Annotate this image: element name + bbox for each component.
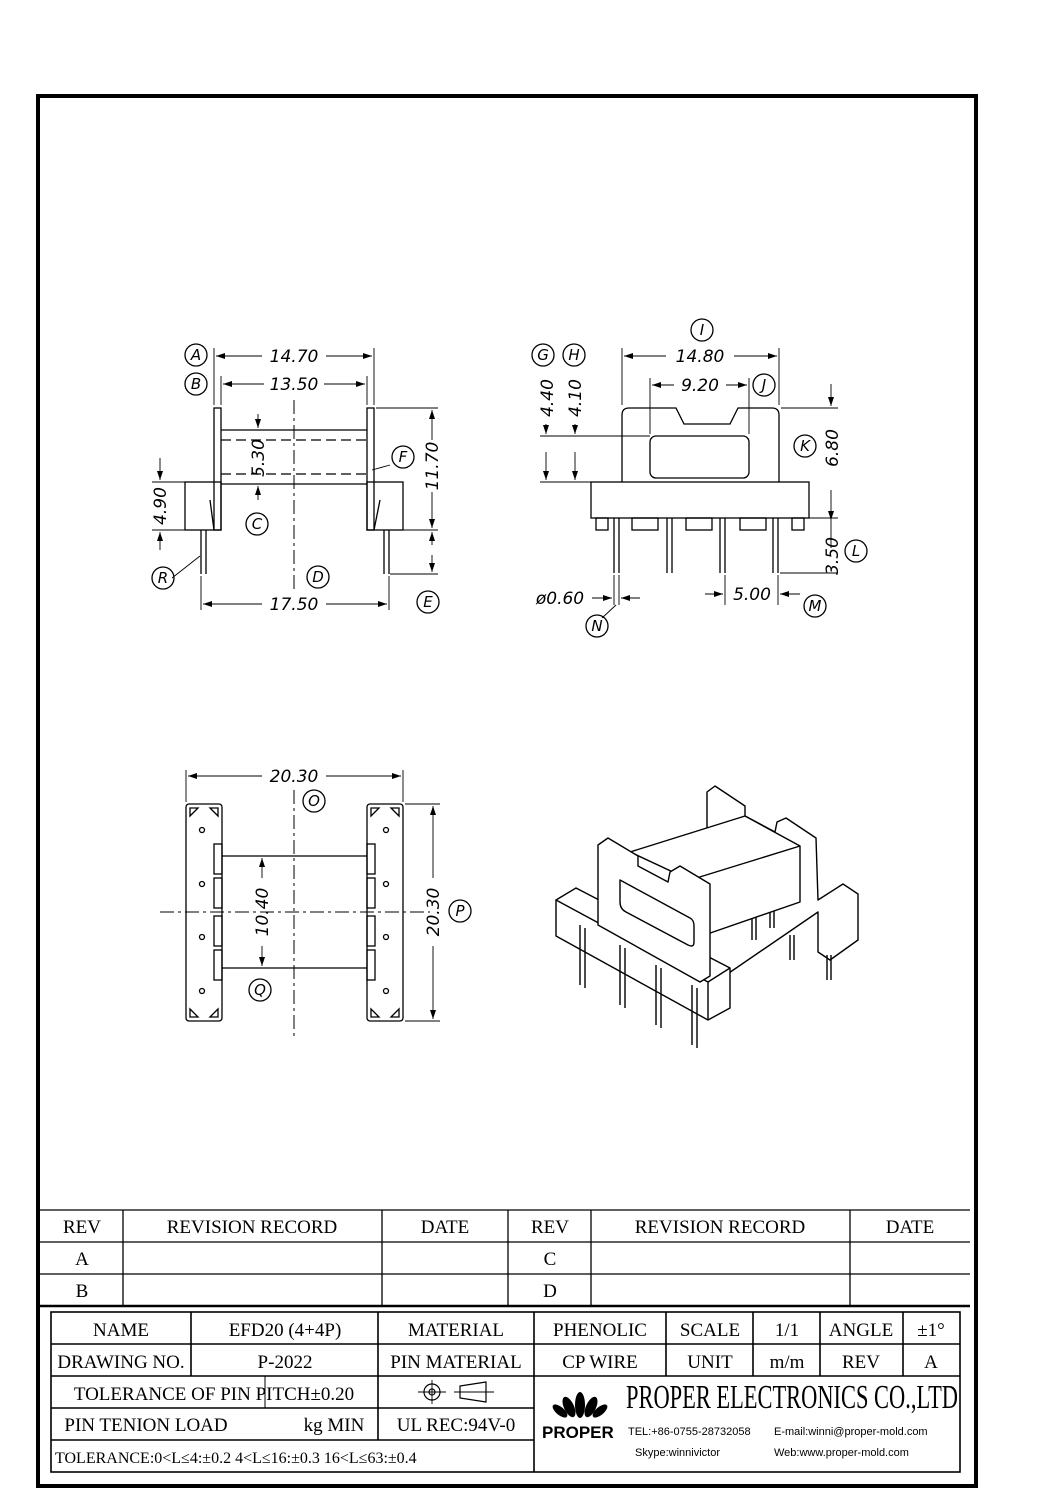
general-tolerance: TOLERANCE:0<L≤4:±0.2 4<L≤16:±0.3 16<L≤63… xyxy=(55,1450,417,1467)
label-d: D xyxy=(312,568,324,586)
date-header-1: DATE xyxy=(421,1217,470,1238)
company-web: Web:www.proper-mold.com xyxy=(774,1447,909,1459)
scale-label: SCALE xyxy=(680,1320,740,1341)
date-header-2: DATE xyxy=(886,1217,935,1238)
revision-table xyxy=(40,1209,970,1308)
dim-9-20: 9.20 xyxy=(681,376,719,396)
name-label: NAME xyxy=(93,1320,149,1341)
dim-20-30-height: 20.30 xyxy=(424,888,444,937)
label-f: F xyxy=(399,448,408,466)
dim-14-80: 14.80 xyxy=(676,347,725,367)
pin-material-value: CP WIRE xyxy=(562,1352,637,1373)
company-name: PROPER ELECTRONICS CO.,LTD xyxy=(626,1379,958,1416)
label-p: P xyxy=(455,902,465,920)
dim-20-30-width: 20.30 xyxy=(270,767,319,787)
angle-value: ±1° xyxy=(917,1320,945,1341)
name-value: EFD20 (4+4P) xyxy=(229,1320,342,1341)
isometric-view xyxy=(555,785,859,1048)
ul-rating: UL REC:94V-0 xyxy=(397,1415,515,1436)
front-view xyxy=(531,318,868,638)
title-block xyxy=(50,1311,961,1473)
label-m: M xyxy=(809,597,822,615)
revision-record-header-2: REVISION RECORD xyxy=(635,1217,805,1238)
label-e: E xyxy=(423,593,433,611)
material-value: PHENOLIC xyxy=(553,1320,647,1341)
label-r: R xyxy=(158,569,168,587)
dim-5-00: 5.00 xyxy=(733,585,771,605)
dim-0-60: ø0.60 xyxy=(535,589,584,609)
company-logo-icon xyxy=(552,1392,608,1418)
company-skype: Skype:winnivictor xyxy=(635,1447,720,1459)
label-b: B xyxy=(191,375,201,393)
dim-5-30: 5.30 xyxy=(249,439,269,477)
dim-13-50: 13.50 xyxy=(270,375,319,395)
pitch-tolerance: TOLERANCE OF PIN PITCH±0.20 xyxy=(74,1384,354,1405)
rev-c: C xyxy=(544,1249,557,1270)
label-h: H xyxy=(568,346,579,364)
company-email: E-mail:winni@proper-mold.com xyxy=(774,1426,928,1438)
material-label: MATERIAL xyxy=(408,1320,504,1341)
label-c: C xyxy=(252,515,263,533)
label-i: I xyxy=(700,321,705,339)
label-q: Q xyxy=(254,981,266,999)
company-tel: TEL:+86-0755-28732058 xyxy=(628,1426,751,1438)
pin-material-label: PIN MATERIAL xyxy=(390,1352,521,1373)
rev-label: REV xyxy=(842,1352,880,1373)
label-g: G xyxy=(537,346,549,364)
rev-header-2: REV xyxy=(531,1217,569,1238)
dim-10-40: 10.40 xyxy=(253,888,273,937)
rev-value: A xyxy=(924,1352,938,1373)
unit-value: m/m xyxy=(770,1352,805,1373)
rev-b: B xyxy=(76,1281,89,1302)
pin-load-unit: kg MIN xyxy=(304,1415,365,1436)
top-view xyxy=(160,770,472,1040)
logo-text: PROPER xyxy=(542,1423,614,1442)
rev-a: A xyxy=(75,1249,89,1270)
label-a: A xyxy=(190,346,201,364)
label-n: N xyxy=(591,617,602,635)
dim-14-70: 14.70 xyxy=(270,347,319,367)
rev-header-1: REV xyxy=(63,1217,101,1238)
label-k: K xyxy=(800,437,811,455)
drawing-no-label: DRAWING NO. xyxy=(57,1352,184,1373)
angle-label: ANGLE xyxy=(829,1320,893,1341)
label-l: L xyxy=(852,542,860,560)
pin-load-label: PIN TENION LOAD xyxy=(64,1415,227,1436)
dim-4-90: 4.90 xyxy=(151,487,171,525)
dim-17-50: 17.50 xyxy=(270,595,319,615)
dim-3-50: 3.50 xyxy=(823,537,843,575)
side-view xyxy=(151,343,440,614)
dim-6-80: 6.80 xyxy=(823,429,843,467)
dim-11-70: 11.70 xyxy=(423,442,443,491)
unit-label: UNIT xyxy=(687,1352,733,1373)
label-o: O xyxy=(308,792,320,810)
revision-record-header-1: REVISION RECORD xyxy=(167,1217,337,1238)
dim-4-40: 4.40 xyxy=(538,379,558,417)
rev-d: D xyxy=(543,1281,557,1302)
dim-4-10: 4.10 xyxy=(566,379,586,417)
drawing-frame xyxy=(36,94,978,1488)
scale-value: 1/1 xyxy=(775,1320,799,1341)
drawing-no-value: P-2022 xyxy=(258,1352,313,1373)
label-j: J xyxy=(759,376,766,394)
